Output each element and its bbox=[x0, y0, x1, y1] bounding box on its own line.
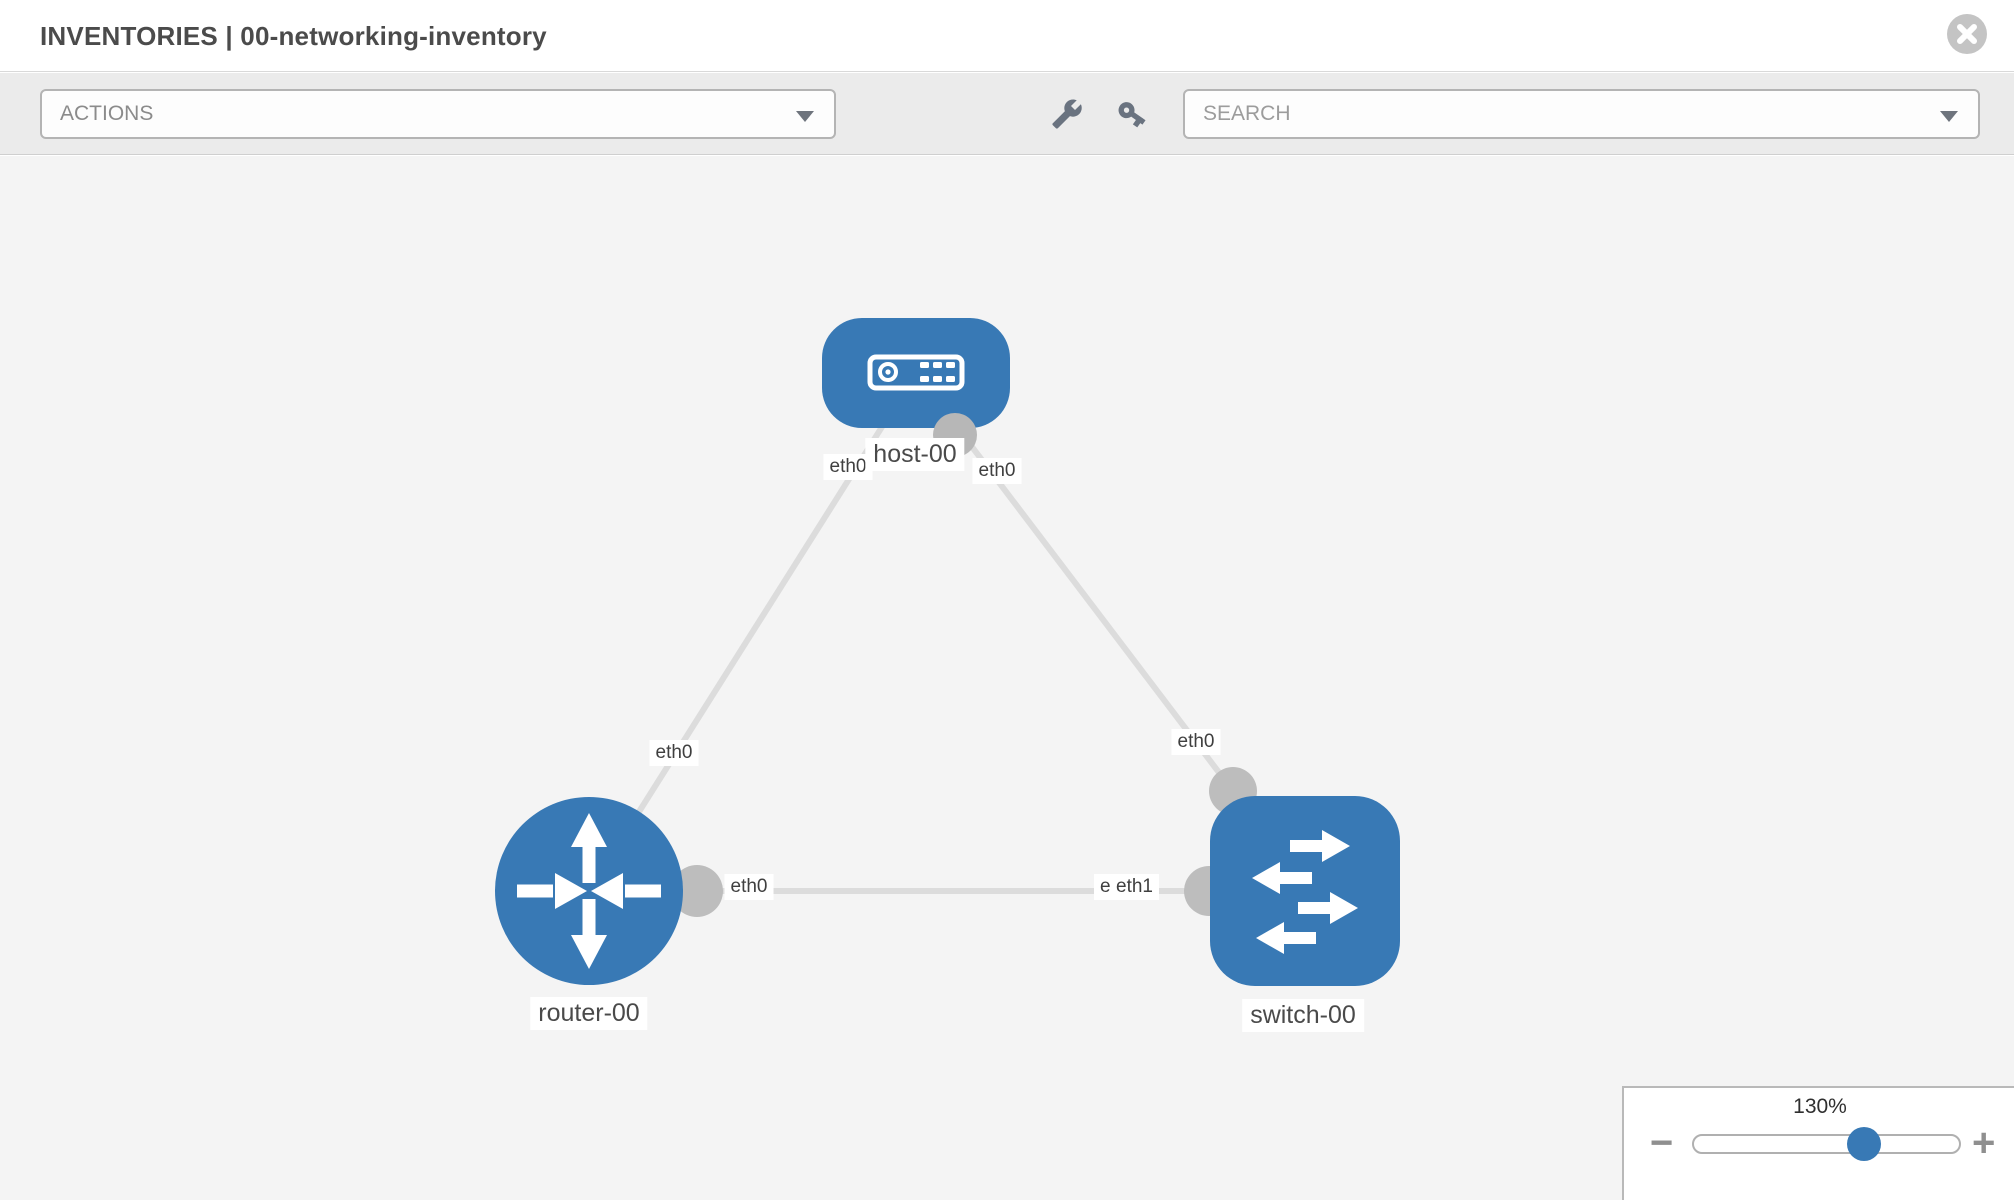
node-label-router: router-00 bbox=[530, 997, 648, 1030]
node-switch[interactable] bbox=[1210, 796, 1400, 986]
router-icon bbox=[517, 813, 661, 969]
zoom-in-button[interactable]: + bbox=[1972, 1121, 1996, 1165]
iface-label-router-eth0: eth0 bbox=[724, 874, 774, 900]
actions-dropdown-label: ACTIONS bbox=[60, 102, 154, 125]
iface-label-switch-eth1: eth1 bbox=[1110, 874, 1159, 900]
key-icon[interactable] bbox=[1116, 98, 1148, 130]
iface-label-switch-eth0: eth0 bbox=[1171, 729, 1221, 755]
zoom-slider-track[interactable] bbox=[1692, 1134, 1961, 1154]
node-router[interactable] bbox=[495, 797, 683, 985]
node-label-host: host-00 bbox=[865, 438, 965, 471]
topology-graph bbox=[495, 318, 1400, 986]
iface-label-host-eth0-right: eth0 bbox=[972, 458, 1022, 484]
topology-canvas: eth0 eth0 eth0 eth0 eth0 eth0 eth1 host-… bbox=[0, 156, 2014, 1200]
wrench-icon[interactable] bbox=[1051, 98, 1083, 130]
host-icon bbox=[867, 354, 965, 391]
node-host[interactable] bbox=[822, 318, 1010, 428]
page-title: INVENTORIES | 00-networking-inventory bbox=[40, 21, 547, 51]
search-dropdown[interactable]: SEARCH bbox=[1183, 89, 1980, 139]
header: INVENTORIES | 00-networking-inventory bbox=[0, 0, 2014, 72]
zoom-out-button[interactable]: − bbox=[1650, 1121, 1674, 1165]
search-placeholder: SEARCH bbox=[1203, 102, 1291, 125]
actions-dropdown[interactable]: ACTIONS bbox=[40, 89, 836, 139]
switch-icon bbox=[1252, 830, 1358, 954]
zoom-level-label: 130% bbox=[1793, 1095, 1847, 1118]
zoom-control-panel: 130% − + bbox=[1622, 1086, 2014, 1200]
iface-label-router-eth0-uplink: eth0 bbox=[649, 740, 699, 766]
connector-router-eth0 bbox=[671, 865, 723, 917]
zoom-slider-handle[interactable] bbox=[1847, 1127, 1881, 1161]
close-button[interactable] bbox=[1947, 14, 1987, 54]
chevron-down-icon bbox=[1940, 111, 1958, 122]
iface-label-host-eth0-left: eth0 bbox=[823, 454, 873, 480]
chevron-down-icon bbox=[796, 111, 814, 122]
node-label-switch: switch-00 bbox=[1242, 999, 1364, 1032]
toolbar: ACTIONS SEARCH bbox=[0, 73, 2014, 155]
